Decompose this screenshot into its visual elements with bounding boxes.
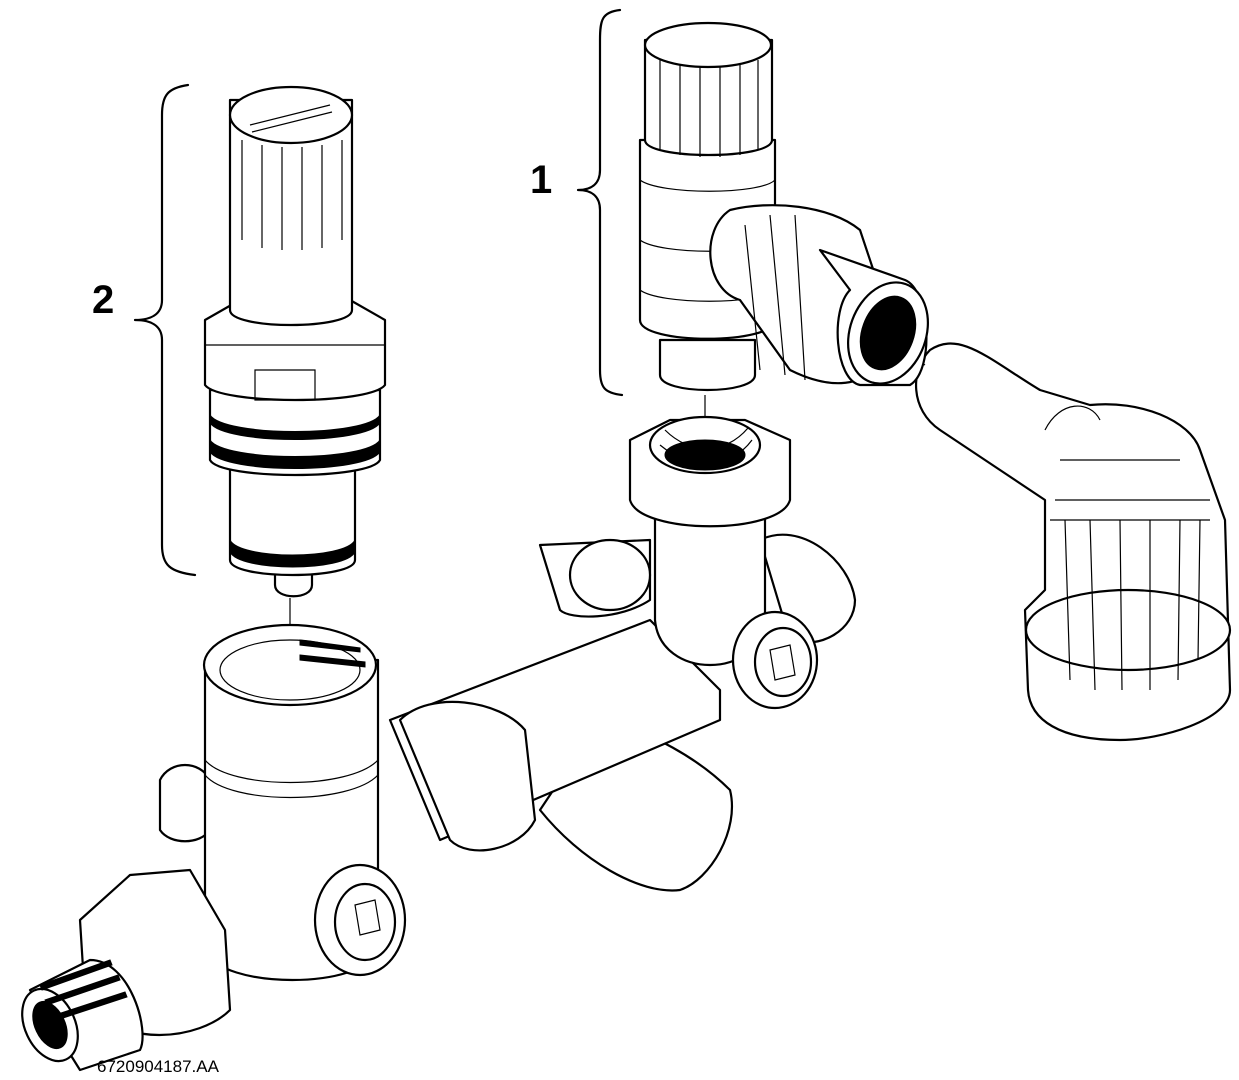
- bracket-1: [576, 8, 624, 397]
- elbow-fitting: [914, 342, 1232, 742]
- part-1-valve: [638, 21, 929, 392]
- part-2-valve: [203, 85, 387, 598]
- callout-2: 2: [92, 278, 115, 322]
- main-valve-body: [21, 415, 857, 1072]
- callout-1: 1: [530, 158, 553, 202]
- figure-code: 6720904187.AA: [97, 1057, 219, 1076]
- bracket-2: [133, 83, 197, 577]
